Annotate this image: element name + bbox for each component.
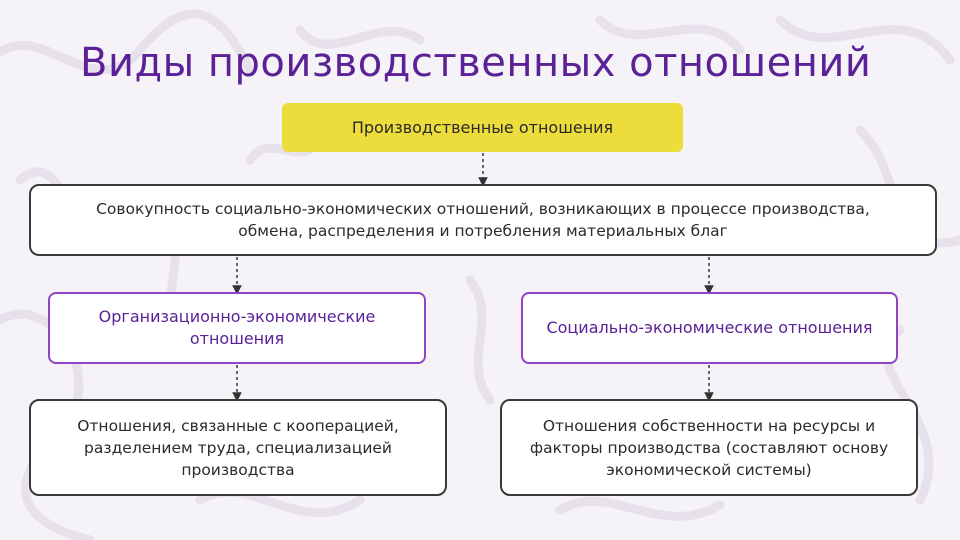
root-node-label: Производственные отношения bbox=[351, 117, 614, 137]
description-right-box: Отношения собственности на ресурсы и фак… bbox=[500, 399, 918, 496]
root-node: Производственные отношения bbox=[282, 103, 683, 152]
description-left-box: Отношения, связанные с кооперацией, разд… bbox=[29, 399, 447, 496]
category-socio-economic: Социально-экономические отношения bbox=[521, 292, 898, 364]
category-left-label: Организационно-экономические отношения bbox=[98, 307, 376, 348]
category-right-label: Социально-экономические отношения bbox=[546, 318, 873, 337]
category-organizational-economic: Организационно-экономические отношения bbox=[48, 292, 426, 364]
description-right-text: Отношения собственности на ресурсы и фак… bbox=[529, 416, 889, 479]
page-title: Виды производственных отношений bbox=[80, 40, 872, 86]
definition-text: Совокупность социально-экономических отн… bbox=[96, 200, 870, 240]
definition-box: Совокупность социально-экономических отн… bbox=[29, 184, 937, 256]
description-left-text: Отношения, связанные с кооперацией, разд… bbox=[77, 416, 399, 479]
